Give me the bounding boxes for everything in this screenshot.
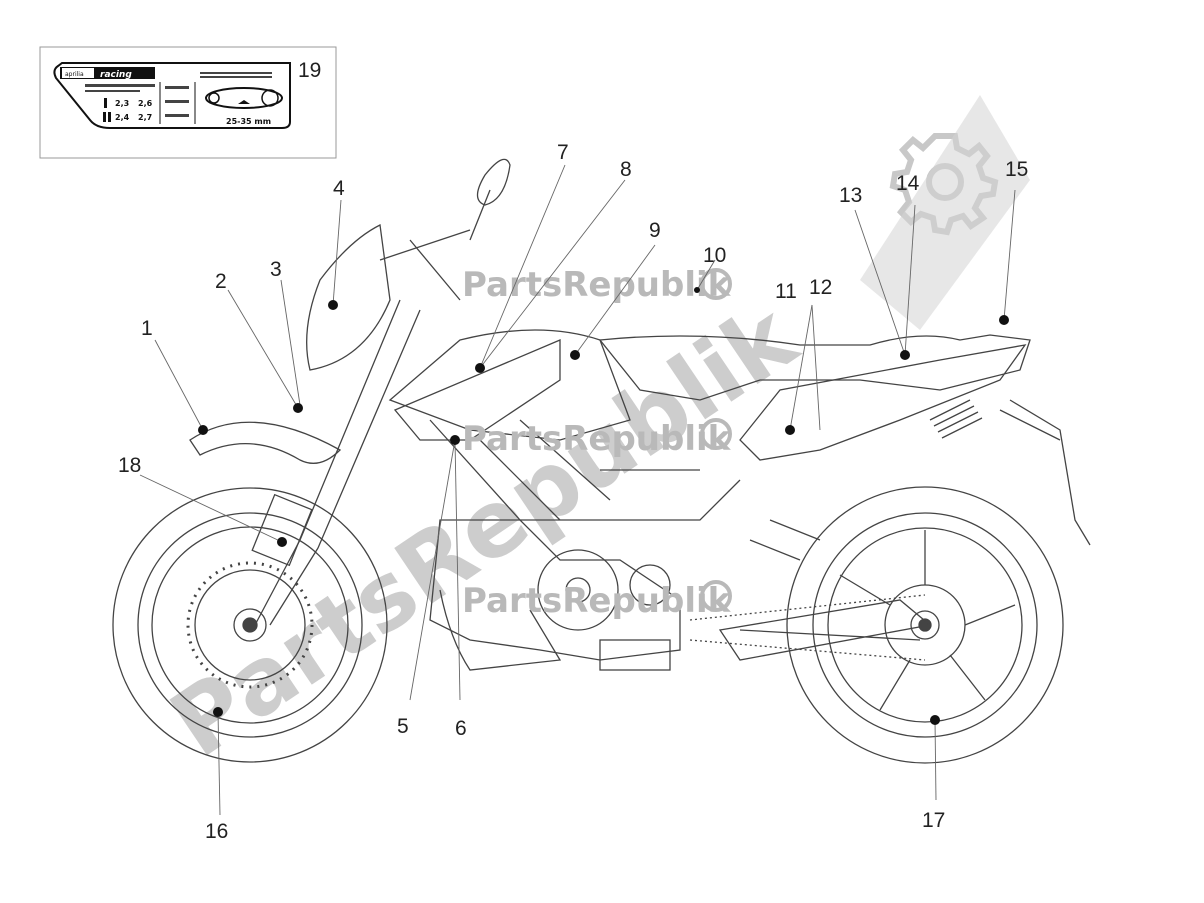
callout-12: 12 xyxy=(809,276,832,299)
callout-8: 8 xyxy=(620,158,632,181)
diagonal-watermark: PartsRepublik xyxy=(152,283,815,779)
sticker-brand: aprilia xyxy=(65,71,84,78)
mirror xyxy=(469,158,511,241)
watermark-text-1: PartsRepublik xyxy=(462,265,732,305)
sticker-value-2: 2,6 xyxy=(138,99,153,108)
callout-19: 19 xyxy=(298,59,321,82)
callout-18: 18 xyxy=(118,454,141,477)
callout-9: 9 xyxy=(649,219,661,242)
exhaust xyxy=(439,589,562,671)
callout-13: 13 xyxy=(839,184,862,207)
callout-numbers: 19 1 2 3 4 5 6 7 8 9 10 11 12 13 14 15 1… xyxy=(118,59,1028,843)
callout-4: 4 xyxy=(333,177,345,200)
callout-10: 10 xyxy=(703,244,726,267)
seat xyxy=(598,334,1031,401)
front-fork xyxy=(254,299,421,626)
callout-dot xyxy=(450,435,460,445)
rear-shock xyxy=(749,519,821,561)
rider-icon xyxy=(103,98,111,122)
side-panel-front xyxy=(393,339,561,441)
drive-chain xyxy=(689,594,926,661)
callout-dots xyxy=(198,287,1009,725)
sticker-panel: aprilia racing 2,3 2,6 2,4 2,7 25-35 mm xyxy=(39,46,337,159)
callout-leaders xyxy=(139,164,1016,816)
diagonal-watermark-text: PartsRepublik xyxy=(152,283,815,779)
frame xyxy=(429,419,741,521)
callout-dot xyxy=(785,425,795,435)
watermark-text-3: PartsRepublik xyxy=(462,581,732,621)
watermark-gear-icon xyxy=(700,580,732,612)
callout-dot xyxy=(198,425,208,435)
license-plate-holder xyxy=(999,399,1091,546)
callout-dot xyxy=(213,707,223,717)
watermark-gear-icon xyxy=(700,268,732,300)
watermark-row-2: PartsRepublik xyxy=(462,418,732,459)
rear-wheel xyxy=(786,486,1064,764)
callout-6: 6 xyxy=(455,717,467,740)
callout-dot xyxy=(694,287,700,293)
callout-17: 17 xyxy=(922,809,945,832)
sticker-sub-brand: racing xyxy=(100,70,132,80)
front-fender xyxy=(189,421,342,464)
callout-dot xyxy=(293,403,303,413)
callout-14: 14 xyxy=(896,172,920,195)
watermark-text-2: PartsRepublik xyxy=(462,419,732,459)
callout-dot xyxy=(475,363,485,373)
watermark-row-3: PartsRepublik xyxy=(462,580,732,621)
callout-5: 5 xyxy=(397,715,409,738)
callout-dot xyxy=(930,715,940,725)
callout-dot xyxy=(328,300,338,310)
chain-slack-label: 25-35 mm xyxy=(226,117,271,126)
callout-dot xyxy=(900,350,910,360)
watermark-flag xyxy=(860,95,1030,330)
callout-3: 3 xyxy=(270,258,282,281)
fuel-tank xyxy=(388,329,631,441)
watermark-gear-icon xyxy=(700,418,732,450)
swingarm xyxy=(718,599,932,661)
callout-dot xyxy=(999,315,1009,325)
callout-dot xyxy=(570,350,580,360)
watermark-row-1: PartsRepublik xyxy=(462,265,732,305)
handlebar xyxy=(379,229,471,301)
callout-1: 1 xyxy=(141,317,153,340)
callout-11: 11 xyxy=(775,280,797,303)
sticker-value-1: 2,3 xyxy=(115,99,129,108)
callout-dot xyxy=(277,537,287,547)
tail-vents xyxy=(929,399,983,439)
callout-16: 16 xyxy=(205,820,228,843)
sticker-value-3: 2,4 xyxy=(115,113,130,122)
callout-7: 7 xyxy=(557,141,569,164)
tail-section xyxy=(739,344,1027,461)
headlight-fairing xyxy=(306,224,391,371)
tyre-pressure-sticker xyxy=(53,62,291,129)
chain-icon xyxy=(205,87,283,109)
callout-15: 15 xyxy=(1005,158,1028,181)
sticker-value-4: 2,7 xyxy=(138,113,152,122)
engine xyxy=(429,519,681,671)
callout-2: 2 xyxy=(215,270,227,293)
